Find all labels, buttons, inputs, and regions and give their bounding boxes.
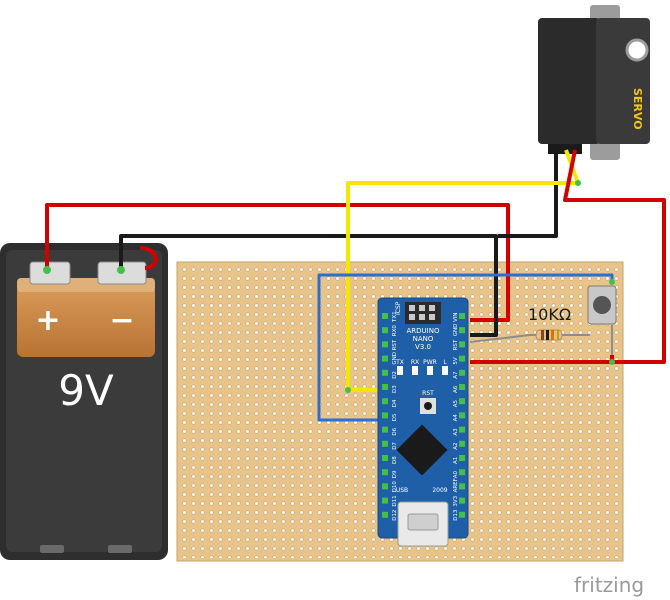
arduino-pin-pad-right-13	[459, 497, 465, 504]
arduino-usb-label: USB	[396, 487, 408, 494]
servo-label: SERVO	[631, 88, 644, 130]
arduino-pin-label-left-7: D5	[392, 413, 398, 421]
arduino-pin-pad-right-11	[459, 469, 465, 476]
fritzing-watermark: fritzing	[574, 573, 644, 597]
wire-endpoints	[43, 180, 615, 393]
arduino-pin-pad-right-0	[459, 313, 465, 319]
arduino-pin-pad-left-5	[382, 384, 388, 390]
arduino-pin-pad-left-10	[382, 455, 388, 461]
arduino-pin-pad-right-1	[459, 327, 465, 334]
arduino-pin-pad-left-2	[382, 341, 388, 348]
arduino-rst-label: RST	[422, 390, 434, 397]
arduino-name-line2: NANO	[413, 335, 434, 343]
arduino-pin-label-left-11: D9	[392, 470, 398, 478]
arduino-pin-label-left-0: TX1	[392, 311, 398, 323]
arduino-pin-label-right-11: A0	[453, 470, 459, 478]
resistor-label: 10KΩ	[528, 305, 571, 324]
arduino-pin-pad-right-5	[459, 384, 465, 390]
arduino-pin-label-left-4: D2	[392, 371, 398, 379]
arduino-led-l: L	[443, 359, 447, 366]
yellow-wire-servo	[346, 149, 580, 392]
arduino-pin-label-right-1: GND	[453, 324, 459, 337]
arduino-pin-label-left-5: D3	[392, 385, 398, 393]
arduino-pin-pad-left-8	[382, 426, 388, 433]
arduino-pin-label-right-10: A1	[453, 457, 459, 464]
arduino-pin-label-left-12: D10	[392, 481, 398, 493]
arduino-pin-pad-left-13	[382, 497, 388, 504]
arduino-name-line1: ARDUINO	[407, 327, 440, 335]
arduino-pin-label-right-14: D13	[453, 509, 459, 521]
arduino-pin-pad-right-3	[459, 355, 465, 362]
arduino-pin-label-right-4: A7	[453, 371, 459, 379]
arduino-pin-pad-left-14	[382, 511, 388, 518]
servo-motor: SERVO	[538, 5, 650, 160]
arduino-pin-pad-right-7	[459, 412, 465, 419]
arduino-pin-label-left-6: D4	[392, 399, 398, 407]
black-wire-servo	[498, 150, 558, 238]
arduino-pin-pad-right-9	[459, 440, 465, 447]
arduino-nano: ICSP ARDUINO NANO V3.0 TX RX PWR L RST U…	[377, 297, 469, 547]
arduino-pin-pad-left-7	[382, 412, 388, 419]
arduino-pin-label-left-13: D11	[392, 495, 398, 506]
resistor: 10KΩ	[528, 305, 571, 341]
arduino-led-tx: TX	[395, 359, 404, 366]
arduino-pin-pad-left-1	[382, 327, 388, 334]
arduino-pin-label-left-8: D6	[392, 427, 398, 435]
arduino-pin-label-right-2: RST	[453, 339, 459, 350]
arduino-pin-label-right-5: A6	[453, 385, 459, 393]
push-button	[587, 285, 617, 325]
black-wire-battery-clip	[139, 246, 158, 270]
battery-plus-label: +	[35, 303, 60, 338]
arduino-pin-label-right-7: A4	[453, 414, 459, 422]
arduino-pin-label-left-9: D7	[392, 442, 398, 450]
arduino-pin-label-left-1: RX0	[392, 325, 398, 337]
arduino-pin-label-right-8: A3	[453, 428, 459, 436]
battery-voltage-label: 9V	[58, 366, 114, 415]
arduino-led-pwr: PWR	[423, 359, 437, 366]
arduino-pin-pad-left-4	[382, 369, 388, 376]
arduino-pin-pad-left-3	[382, 355, 388, 362]
arduino-pin-label-right-9: A2	[453, 443, 459, 450]
arduino-pin-label-right-12: AREF	[453, 478, 459, 492]
black-wire-battery	[119, 234, 498, 337]
arduino-name-line3: V3.0	[415, 343, 431, 351]
arduino-pin-label-left-14: D12	[392, 510, 398, 521]
arduino-pin-pad-right-8	[459, 426, 465, 433]
arduino-pin-pad-right-10	[459, 455, 465, 461]
resistor-lead	[469, 334, 590, 343]
arduino-icsp-label: ICSP	[395, 301, 402, 315]
fritzing-logo-text: fritzing	[574, 573, 644, 597]
arduino-pin-pad-left-12	[382, 483, 388, 490]
arduino-pin-pad-left-11	[382, 469, 388, 476]
arduino-pin-pad-left-9	[382, 440, 388, 447]
arduino-pin-label-left-3: GND	[392, 352, 398, 365]
arduino-pin-label-right-3: 5V	[453, 357, 459, 364]
arduino-pin-pad-left-0	[382, 313, 388, 319]
arduino-pin-label-right-0: VIN	[453, 313, 459, 323]
arduino-pin-pad-right-14	[459, 511, 465, 518]
blue-wire-button	[317, 273, 614, 422]
arduino-pin-label-right-6: A5	[453, 399, 459, 407]
arduino-year-label: 2009	[432, 487, 447, 494]
arduino-pin-label-left-2: RST	[392, 339, 398, 350]
battery-minus-label: −	[109, 303, 134, 338]
arduino-pin-pad-right-2	[459, 341, 465, 348]
battery-9v: + − 9V	[0, 243, 168, 560]
arduino-pin-label-left-10: D8	[392, 456, 398, 464]
arduino-pin-pad-right-6	[459, 398, 465, 405]
arduino-pin-pad-right-4	[459, 369, 465, 376]
arduino-pin-pad-right-12	[459, 483, 465, 490]
arduino-pin-pad-left-6	[382, 398, 388, 405]
arduino-led-rx: RX	[411, 359, 419, 366]
arduino-pin-label-right-13: 3V3	[453, 495, 459, 506]
